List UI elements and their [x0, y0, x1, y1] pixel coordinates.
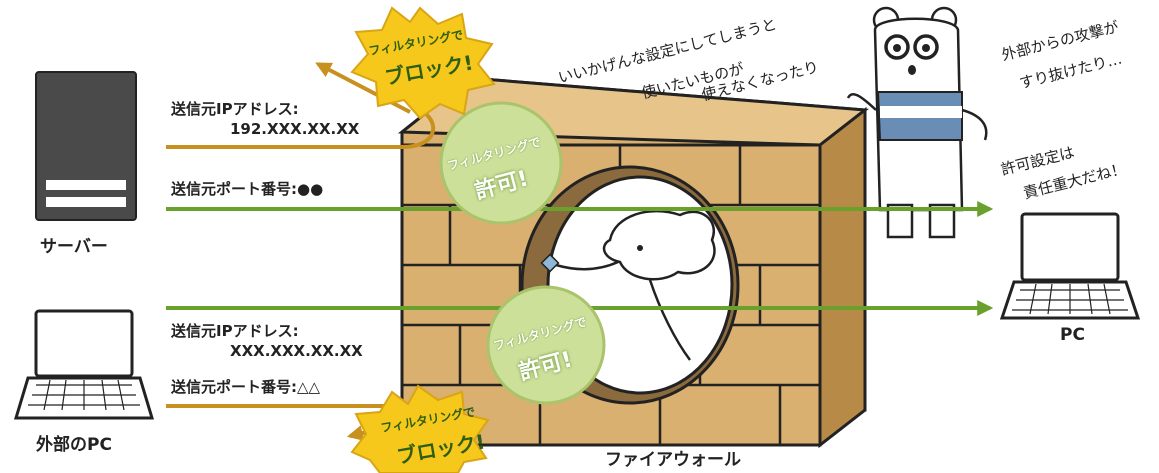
sheep-character [540, 210, 716, 361]
source-port-label: 送信元ポート番号:●● [171, 180, 324, 198]
block-starburst [350, 384, 490, 473]
server-label: サーバー [40, 237, 108, 257]
source-ip-value: 192.XXX.XX.XX [230, 120, 360, 138]
server-icon [35, 71, 137, 221]
source-ip-value: XXX.XXX.XX.XX [230, 342, 363, 360]
laptop-icon [13, 309, 155, 420]
external-pc-label: 外部のPC [36, 435, 112, 455]
allow-badge [439, 101, 563, 225]
firewall-label: ファイアウォール [605, 450, 741, 470]
block-starburst [350, 6, 496, 120]
pc-label: PC [1060, 325, 1085, 345]
bear-character [846, 6, 988, 239]
laptop-icon [999, 212, 1141, 320]
source-port-label: 送信元ポート番号:△△ [171, 378, 321, 396]
allow-badge [486, 285, 606, 405]
source-ip-label: 送信元IPアドレス: [171, 100, 299, 118]
source-ip-label: 送信元IPアドレス: [171, 322, 299, 340]
blocked-traffic-arrow [315, 62, 411, 114]
